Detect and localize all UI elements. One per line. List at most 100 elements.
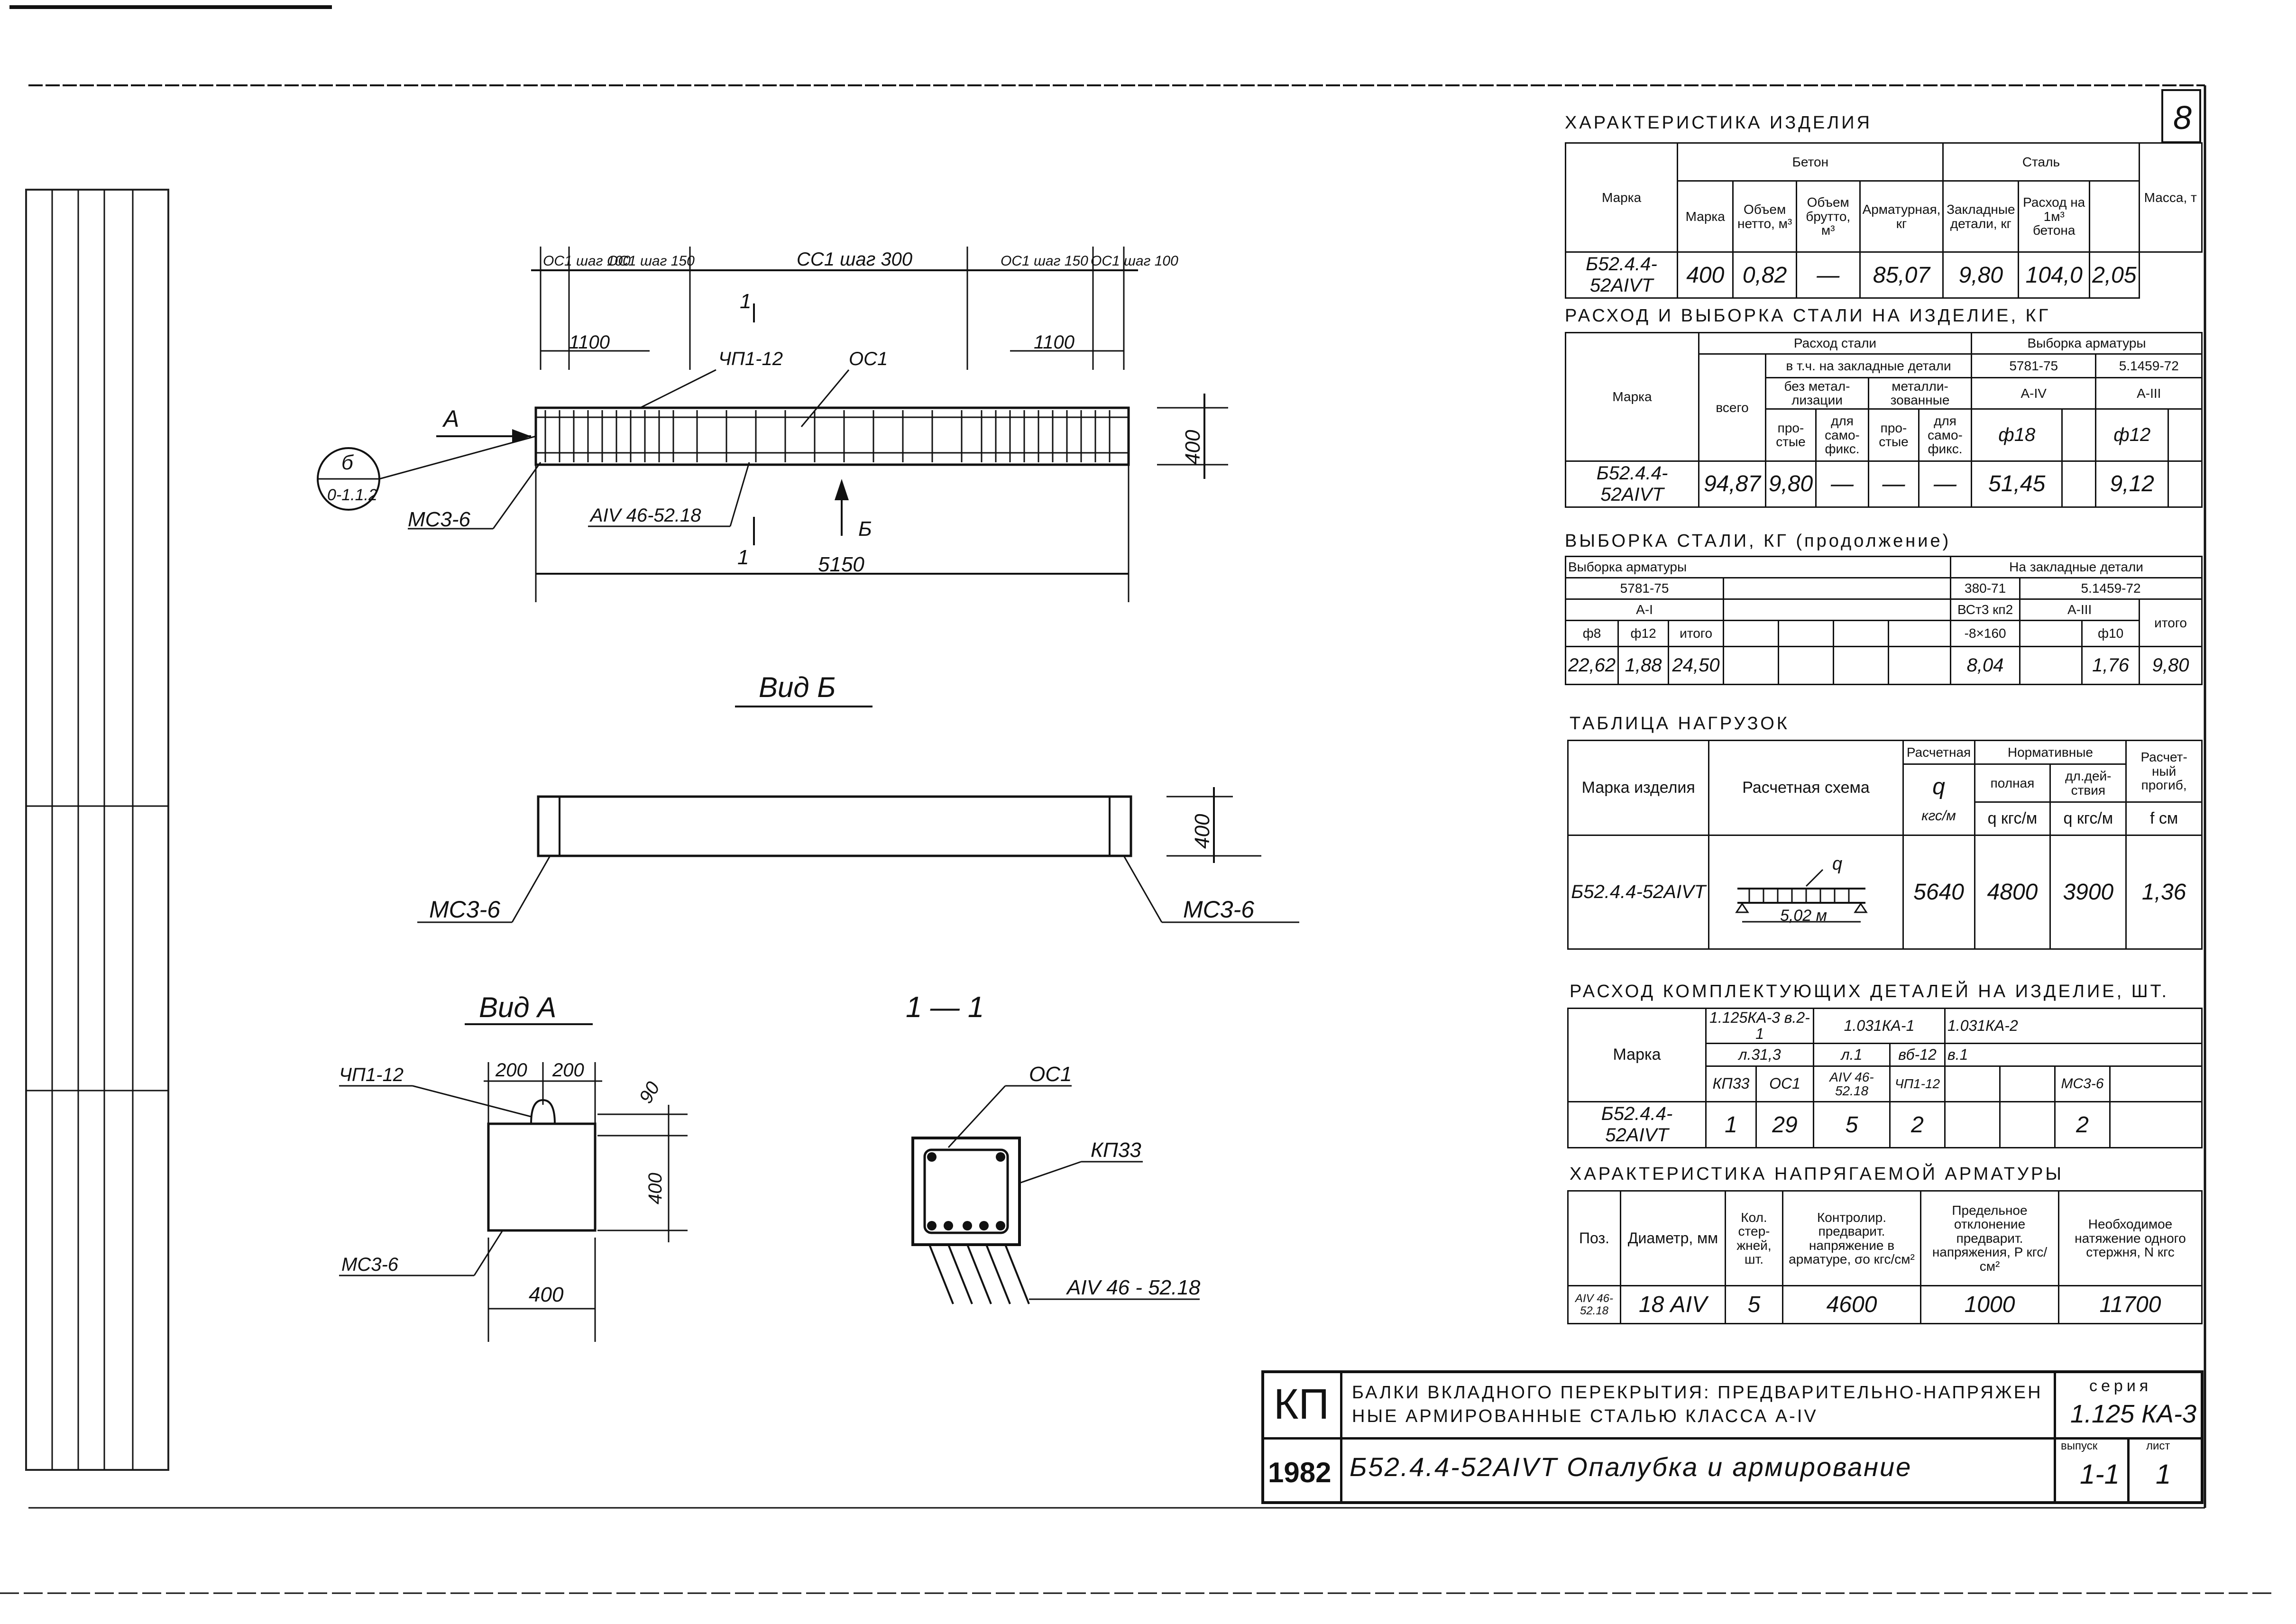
stirrups (544, 410, 1111, 462)
char-h-rebar: Арматурная, кг (1859, 180, 1944, 253)
char-h-mark: Марка (1564, 142, 1679, 253)
parts-col: ОС1 (1755, 1065, 1814, 1103)
view-a-400-vertical: 400 (645, 1173, 666, 1204)
steel-h-flow: Расход стали (1698, 332, 1972, 355)
stamp-code-cell (1264, 1373, 1342, 1440)
pre-cell: 1000 (1920, 1285, 2059, 1324)
spacing-label-5: ОС1 шаг 100 (1091, 253, 1178, 269)
parts-cell: 29 (1755, 1101, 1814, 1149)
char-cell: 400 (1677, 251, 1734, 299)
cont-h-d12: ф12 (1617, 620, 1670, 647)
rebar-dot (996, 1221, 1005, 1230)
pre-cell: 11700 (2058, 1285, 2203, 1324)
steel-h-simple-2: про-стые (1868, 408, 1919, 462)
spacing-label-2: ОС1 шаг 150 (607, 253, 695, 269)
section-rebar: АIV 46 - 52.18 (1065, 1276, 1201, 1299)
rebar-dot (927, 1152, 937, 1162)
char-table-title: ХАРАКТЕРИСТИКА ИЗДЕЛИЯ (1565, 113, 1872, 133)
stamp-sheet-value: 1 (2156, 1459, 2171, 1490)
parts-col: МС3-6 (2054, 1065, 2111, 1103)
load-h-long: дл.дей-ствия (2049, 763, 2127, 803)
steel-h-metal: металли-зованные (1868, 377, 1972, 410)
rebar-dot (979, 1221, 989, 1230)
pre-h-pos: Поз. (1567, 1190, 1621, 1286)
load-cell: 1,36 (2125, 835, 2203, 950)
steel-cell: 51,45 (1970, 460, 2063, 508)
load-h-calc: Расчетная (1902, 740, 1975, 765)
char-table: Марка Бетон Сталь Масса, т Марка Объем н… (1564, 142, 2203, 299)
beam-elevation: ОС1 шаг 100 ОС1 шаг 150 СС1 шаг 300 ОС1 … (317, 247, 1228, 602)
cont-cell: 24,50 (1668, 646, 1725, 685)
stamp-year-cell (1264, 1440, 1342, 1501)
parts-h-series3: 1.031КА-2 (1944, 1007, 2203, 1045)
steel-h-d12: ф12 (2095, 408, 2169, 462)
rebar-dot (996, 1152, 1005, 1162)
steel-cell: — (1815, 460, 1869, 508)
stamp-vline (2054, 1373, 2056, 1501)
char-h-steel: Сталь (1942, 142, 2140, 182)
dim-height: 400 (1181, 430, 1204, 465)
rebar-dot (963, 1221, 972, 1230)
steel-cell: Б52.4.4-52АIVТ (1565, 460, 1699, 508)
view-b: Вид Б 400 МС3-6 МС3-6 (417, 671, 1299, 923)
load-h-q-units: кгс/м (1921, 807, 1956, 824)
steel-h-gost1: 5781-75 (1970, 353, 2097, 378)
parts-cell: 2 (2054, 1101, 2111, 1149)
load-cell-mark: Б52.4.4-52АIVТ (1567, 835, 1710, 950)
view-a-mc: МС3-6 (341, 1254, 399, 1275)
parts-h-series2: 1.031КА-1 (1813, 1007, 1946, 1045)
callout-bottom: 0-1.1.2 (327, 486, 377, 504)
section-kp: КП33 (1091, 1138, 1141, 1162)
steel-cell: — (1868, 460, 1919, 508)
load-h-q-unit2: q кгс/м (2049, 801, 2127, 836)
cont-cell: 8,04 (1950, 646, 2021, 685)
pre-h-dev: Предельное отклонение предварит. напряже… (1920, 1190, 2059, 1286)
load-h-q-unit1: q кгс/м (1974, 801, 2051, 836)
cont-h-gost: 5781-75 (1564, 577, 1725, 600)
char-h-vol-net: Объем нетто, м³ (1732, 180, 1797, 253)
view-b-title: Вид Б (759, 671, 836, 703)
steel-h-fix-1: для само-фикс. (1815, 408, 1869, 462)
steel-h-simple-1: про-стые (1765, 408, 1817, 462)
steel-h-d18: ф18 (1970, 408, 2063, 462)
stamp-title-line2: НЫЕ АРМИРОВАННЫЕ СТАЛЬЮ КЛАССА А-IV (1352, 1406, 1818, 1426)
load-h-q-symbol: q (1932, 774, 1945, 799)
parts-table: Марка 1.125КА-3 в.2-1 1.031КА-1 1.031КА-… (1567, 1007, 2203, 1149)
parts-h-series1: 1.125КА-3 в.2-1 (1705, 1007, 1814, 1045)
label-mc-elevation: МС3-6 (408, 508, 471, 531)
stamp-divider-right (2056, 1437, 2201, 1440)
binding-strip (25, 189, 169, 1471)
dim-1100-right: 1100 (1034, 332, 1075, 353)
rebar-dot (927, 1221, 937, 1230)
char-cell: 0,82 (1732, 251, 1797, 299)
cont-h-gost-a: 380-71 (1950, 577, 2021, 600)
steel-h-blank (2167, 408, 2203, 462)
cont-h-a3: А-III (2019, 598, 2140, 621)
cont-h-select: Выборка арматуры (1564, 556, 1952, 578)
steel-h-select: Выборка арматуры (1971, 332, 2203, 355)
parts-cell (2109, 1101, 2203, 1149)
steel-table: Марка Расход стали Выборка арматуры всег… (1565, 332, 2203, 508)
steel-h-no-metal: без метал-лизации (1765, 377, 1869, 410)
section-os1: ОС1 (1029, 1063, 1072, 1086)
parts-col: АIV 46-52.18 (1813, 1065, 1891, 1103)
prestress-table-title: ХАРАКТЕРИСТИКА НАПРЯГАЕМОЙ АРМАТУРЫ (1570, 1164, 2064, 1184)
view-a-mark: А (442, 405, 459, 432)
steel-cell (2167, 460, 2203, 508)
callout-top: б (341, 451, 354, 474)
char-cell: Б52.4.4-52АIVТ (1564, 251, 1679, 299)
section-title: 1 — 1 (906, 991, 984, 1024)
steel-table-title: РАСХОД И ВЫБОРКА СТАЛИ НА ИЗДЕЛИЕ, КГ (1565, 306, 2051, 326)
stamp-divider (1342, 1437, 2054, 1440)
load-cell: 3900 (2049, 835, 2127, 950)
parts-cell: 1 (1705, 1101, 1757, 1149)
char-h-embed: Закладные детали, кг (1942, 180, 2020, 253)
steel-cell: 9,80 (1765, 460, 1817, 508)
load-h-mark: Марка изделия (1567, 740, 1710, 836)
load-h-full: полная (1974, 763, 2051, 803)
cont-h-vst: ВСт3 кп2 (1950, 598, 2021, 621)
parts-h-sheet3: вб-12 (1889, 1043, 1946, 1067)
cont-table-title: ВЫБОРКА СТАЛИ, КГ (продолжение) (1565, 531, 1951, 551)
load-cell: 4800 (1974, 835, 2051, 950)
